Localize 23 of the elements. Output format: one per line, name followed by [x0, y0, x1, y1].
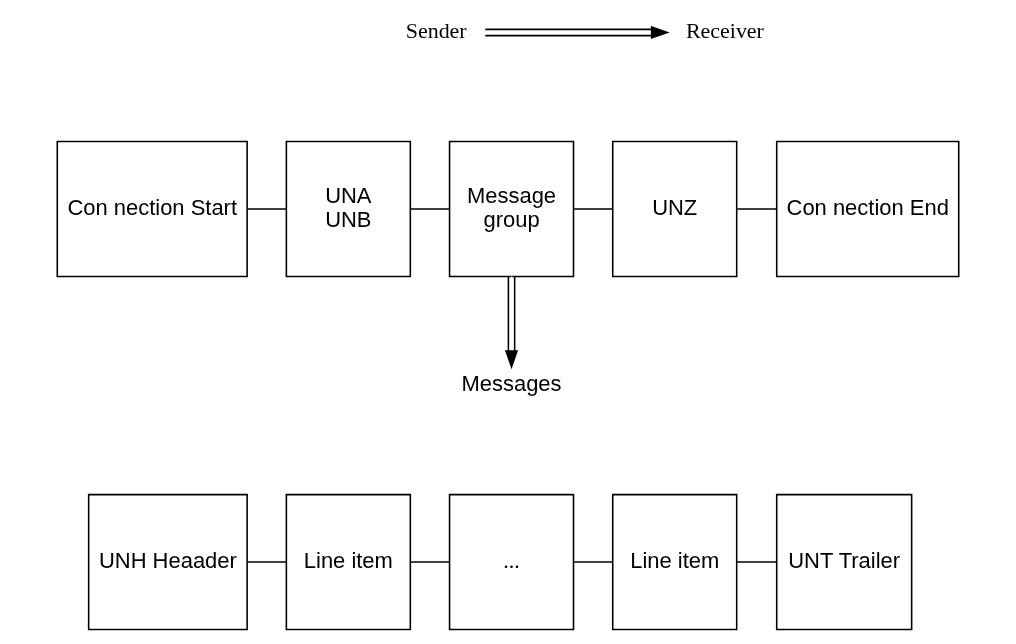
arrow	[504, 275, 519, 370]
node-text: Receiver	[685, 18, 764, 44]
connector	[246, 208, 288, 210]
connector	[573, 561, 614, 563]
connector	[573, 208, 614, 210]
node-box: Con nection End	[775, 140, 960, 278]
node-text: Messages	[461, 371, 562, 397]
connector	[736, 561, 778, 563]
node-box: UNT Trailer	[775, 493, 913, 631]
connector	[410, 561, 451, 563]
arrow	[484, 25, 670, 40]
node-box: UNA UNB	[285, 140, 412, 278]
node-box: UNH Heaader	[87, 493, 248, 631]
node-box: Message group	[448, 140, 575, 278]
node-box: ...	[448, 493, 575, 631]
node-box: Line item	[285, 493, 412, 631]
connector	[246, 561, 287, 563]
node-box: UNZ	[611, 140, 738, 278]
connector	[736, 208, 778, 210]
node-box: Con nection Start	[56, 140, 248, 278]
node-box: Line item	[611, 493, 738, 631]
connector	[410, 208, 451, 210]
node-text: Sender	[405, 18, 467, 44]
